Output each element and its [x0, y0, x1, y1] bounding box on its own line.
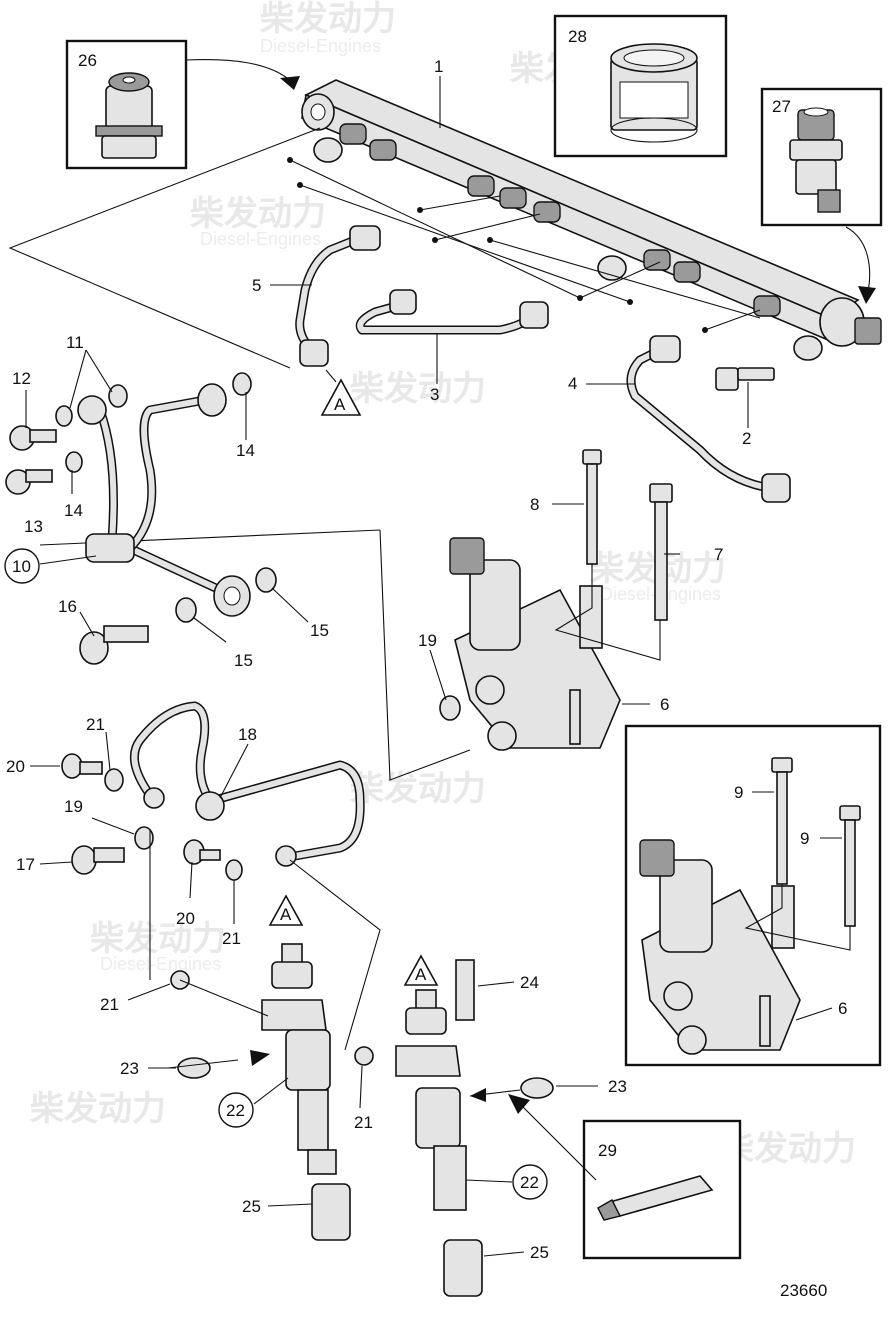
bolts-long [554, 449, 861, 951]
callout-12: 12 [12, 369, 31, 388]
pressure-valve-icon [95, 72, 163, 159]
assembly-lines [8, 127, 761, 781]
marker-triangles [268, 369, 439, 986]
watermark-brand: 柴发动力 [190, 194, 326, 234]
circle-22-left [218, 1092, 254, 1128]
callout-22-left: 22 [226, 1101, 245, 1120]
callout-21-bottom: 21 [354, 1113, 373, 1132]
callout-marker-a-right: A [415, 965, 427, 984]
watermark-brand: 柴发动力 [720, 1129, 856, 1169]
washers-left [55, 372, 554, 1099]
injector-22-left [261, 943, 351, 1241]
pipe-18 [129, 701, 365, 867]
callout-24: 24 [520, 973, 539, 992]
callout-22-right: 22 [520, 1173, 539, 1192]
callout-marker-a: A [334, 395, 346, 414]
callout-5: 5 [252, 276, 261, 295]
pipe-5 [295, 225, 381, 367]
callout-9-left: 9 [734, 783, 743, 802]
callout-29: 29 [598, 1141, 617, 1160]
watermark-brand: 柴发动力 [260, 0, 396, 39]
callout-7: 7 [714, 545, 723, 564]
callout-15-bottom: 15 [234, 651, 253, 670]
callout-21-low: 21 [100, 995, 119, 1014]
callout-20-left: 20 [6, 757, 25, 776]
callout-23-right: 23 [608, 1077, 627, 1096]
bolts-left [5, 425, 221, 875]
callout-25-right: 25 [530, 1243, 549, 1262]
callout-23-left: 23 [120, 1059, 139, 1078]
callout-9-right: 9 [800, 829, 809, 848]
watermark-brand-en: Diesel-Engines [100, 954, 221, 974]
callout-6-detail: 6 [838, 999, 847, 1018]
callout-19-right: 19 [418, 631, 437, 650]
callout-17: 17 [16, 855, 35, 874]
callout-10: 10 [12, 557, 31, 576]
fuel-rail [301, 79, 882, 361]
pressure-sensor-icon [789, 107, 843, 213]
watermark-brand: 柴发动力 [350, 769, 486, 809]
leader-lines [25, 76, 842, 1257]
callout-1: 1 [434, 57, 443, 76]
compound-can-icon [610, 43, 698, 143]
watermark-layer: 柴发动力 Diesel-Engines 柴发动力 柴发动力 Diesel-Eng… [30, 0, 856, 1169]
watermark-brand: 柴发动力 [90, 919, 226, 959]
callout-21-top: 21 [86, 715, 105, 734]
callout-15-top: 15 [310, 621, 329, 640]
circle-22-right [512, 1164, 548, 1200]
fuel-pump-6 [449, 537, 621, 751]
callout-6-main: 6 [660, 695, 669, 714]
watermark-brand: 柴发动力 [30, 1089, 166, 1129]
callout-marker-a-left: A [280, 905, 292, 924]
callout-labels: 26 28 27 1 5 3 4 2 A 11 12 14 13 14 10 1… [6, 27, 847, 1300]
callout-16: 16 [58, 597, 77, 616]
callout-11: 11 [66, 333, 84, 352]
fuel-pump-6-detail [639, 839, 801, 1055]
callout-28: 28 [568, 27, 587, 46]
callout-21-mid: 21 [222, 929, 241, 948]
callout-18: 18 [238, 725, 257, 744]
watermark-brand: 柴发动力 [350, 369, 486, 409]
callout-8: 8 [530, 495, 539, 514]
callout-14-bottom: 14 [64, 501, 83, 520]
bolt-2 [715, 367, 775, 391]
injector-22-right [395, 959, 483, 1297]
callout-4: 4 [568, 374, 577, 393]
pipe-4 [626, 335, 791, 503]
callout-27: 27 [772, 97, 791, 116]
circle-10 [4, 548, 40, 584]
sealant-tube-icon [597, 1175, 714, 1221]
callout-2: 2 [742, 429, 751, 448]
callout-3: 3 [430, 385, 439, 404]
callout-26: 26 [78, 51, 97, 70]
callout-19-left: 19 [64, 797, 83, 816]
watermark-brand-en: Diesel-Engines [200, 229, 321, 249]
pipe-3 [355, 289, 549, 335]
callout-20-mid: 20 [176, 909, 195, 928]
callout-14-top: 14 [236, 441, 255, 460]
pipe-10 [77, 383, 251, 617]
callout-13: 13 [24, 517, 43, 536]
drawing-number: 23660 [780, 1281, 827, 1300]
watermark-brand-en: Diesel-Engines [260, 36, 381, 56]
callout-25-left: 25 [242, 1197, 261, 1216]
